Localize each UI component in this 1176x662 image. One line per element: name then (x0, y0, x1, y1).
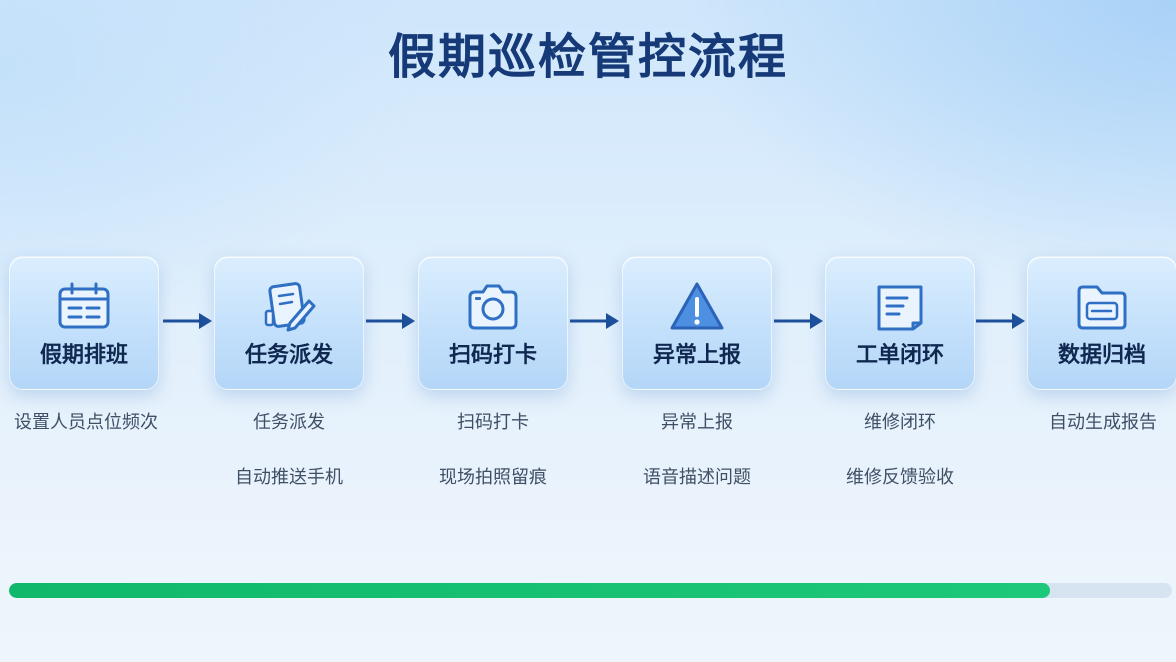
step-card-checkin[interactable]: 扫码打卡 (418, 256, 568, 390)
step-card-schedule[interactable]: 假期排班 (9, 256, 159, 390)
step-label: 工单闭环 (855, 343, 944, 368)
document-edit-icon (260, 279, 318, 335)
step-description: 维修闭环 (864, 412, 936, 433)
calendar-icon (55, 279, 113, 335)
step-description: 现场拍照留痕 (439, 467, 547, 488)
arrow-right-icon (772, 310, 824, 332)
step-description: 扫码打卡 (457, 412, 529, 433)
step-description: 设置人员点位频次 (14, 412, 158, 433)
step-description: 任务派发 (253, 412, 325, 433)
camera-icon (464, 279, 522, 335)
step-description: 异常上报 (661, 412, 733, 433)
page-title: 假期巡检管控流程 (387, 29, 788, 85)
step-label: 任务派发 (244, 343, 333, 368)
step-description: 自动生成报告 (1049, 412, 1157, 433)
progress-bar (9, 583, 1172, 598)
step-label: 假期排班 (39, 343, 128, 368)
progress-fill (9, 583, 1050, 598)
work-order-icon (871, 279, 929, 335)
step-label: 扫码打卡 (448, 343, 537, 368)
step-card-work-order[interactable]: 工单闭环 (825, 256, 975, 390)
step-label: 数据归档 (1057, 343, 1146, 368)
arrow-right-icon (568, 310, 620, 332)
warning-icon (668, 279, 726, 335)
arrow-right-icon (974, 310, 1026, 332)
folder-icon (1073, 279, 1131, 335)
step-card-report[interactable]: 异常上报 (622, 256, 772, 390)
step-description: 语音描述问题 (643, 467, 751, 488)
arrow-right-icon (161, 310, 213, 332)
step-card-archive[interactable]: 数据归档 (1027, 256, 1176, 390)
step-card-dispatch[interactable]: 任务派发 (214, 256, 364, 390)
step-description: 自动推送手机 (235, 467, 343, 488)
step-description: 维修反馈验收 (846, 467, 954, 488)
step-label: 异常上报 (652, 343, 741, 368)
arrow-right-icon (364, 310, 416, 332)
